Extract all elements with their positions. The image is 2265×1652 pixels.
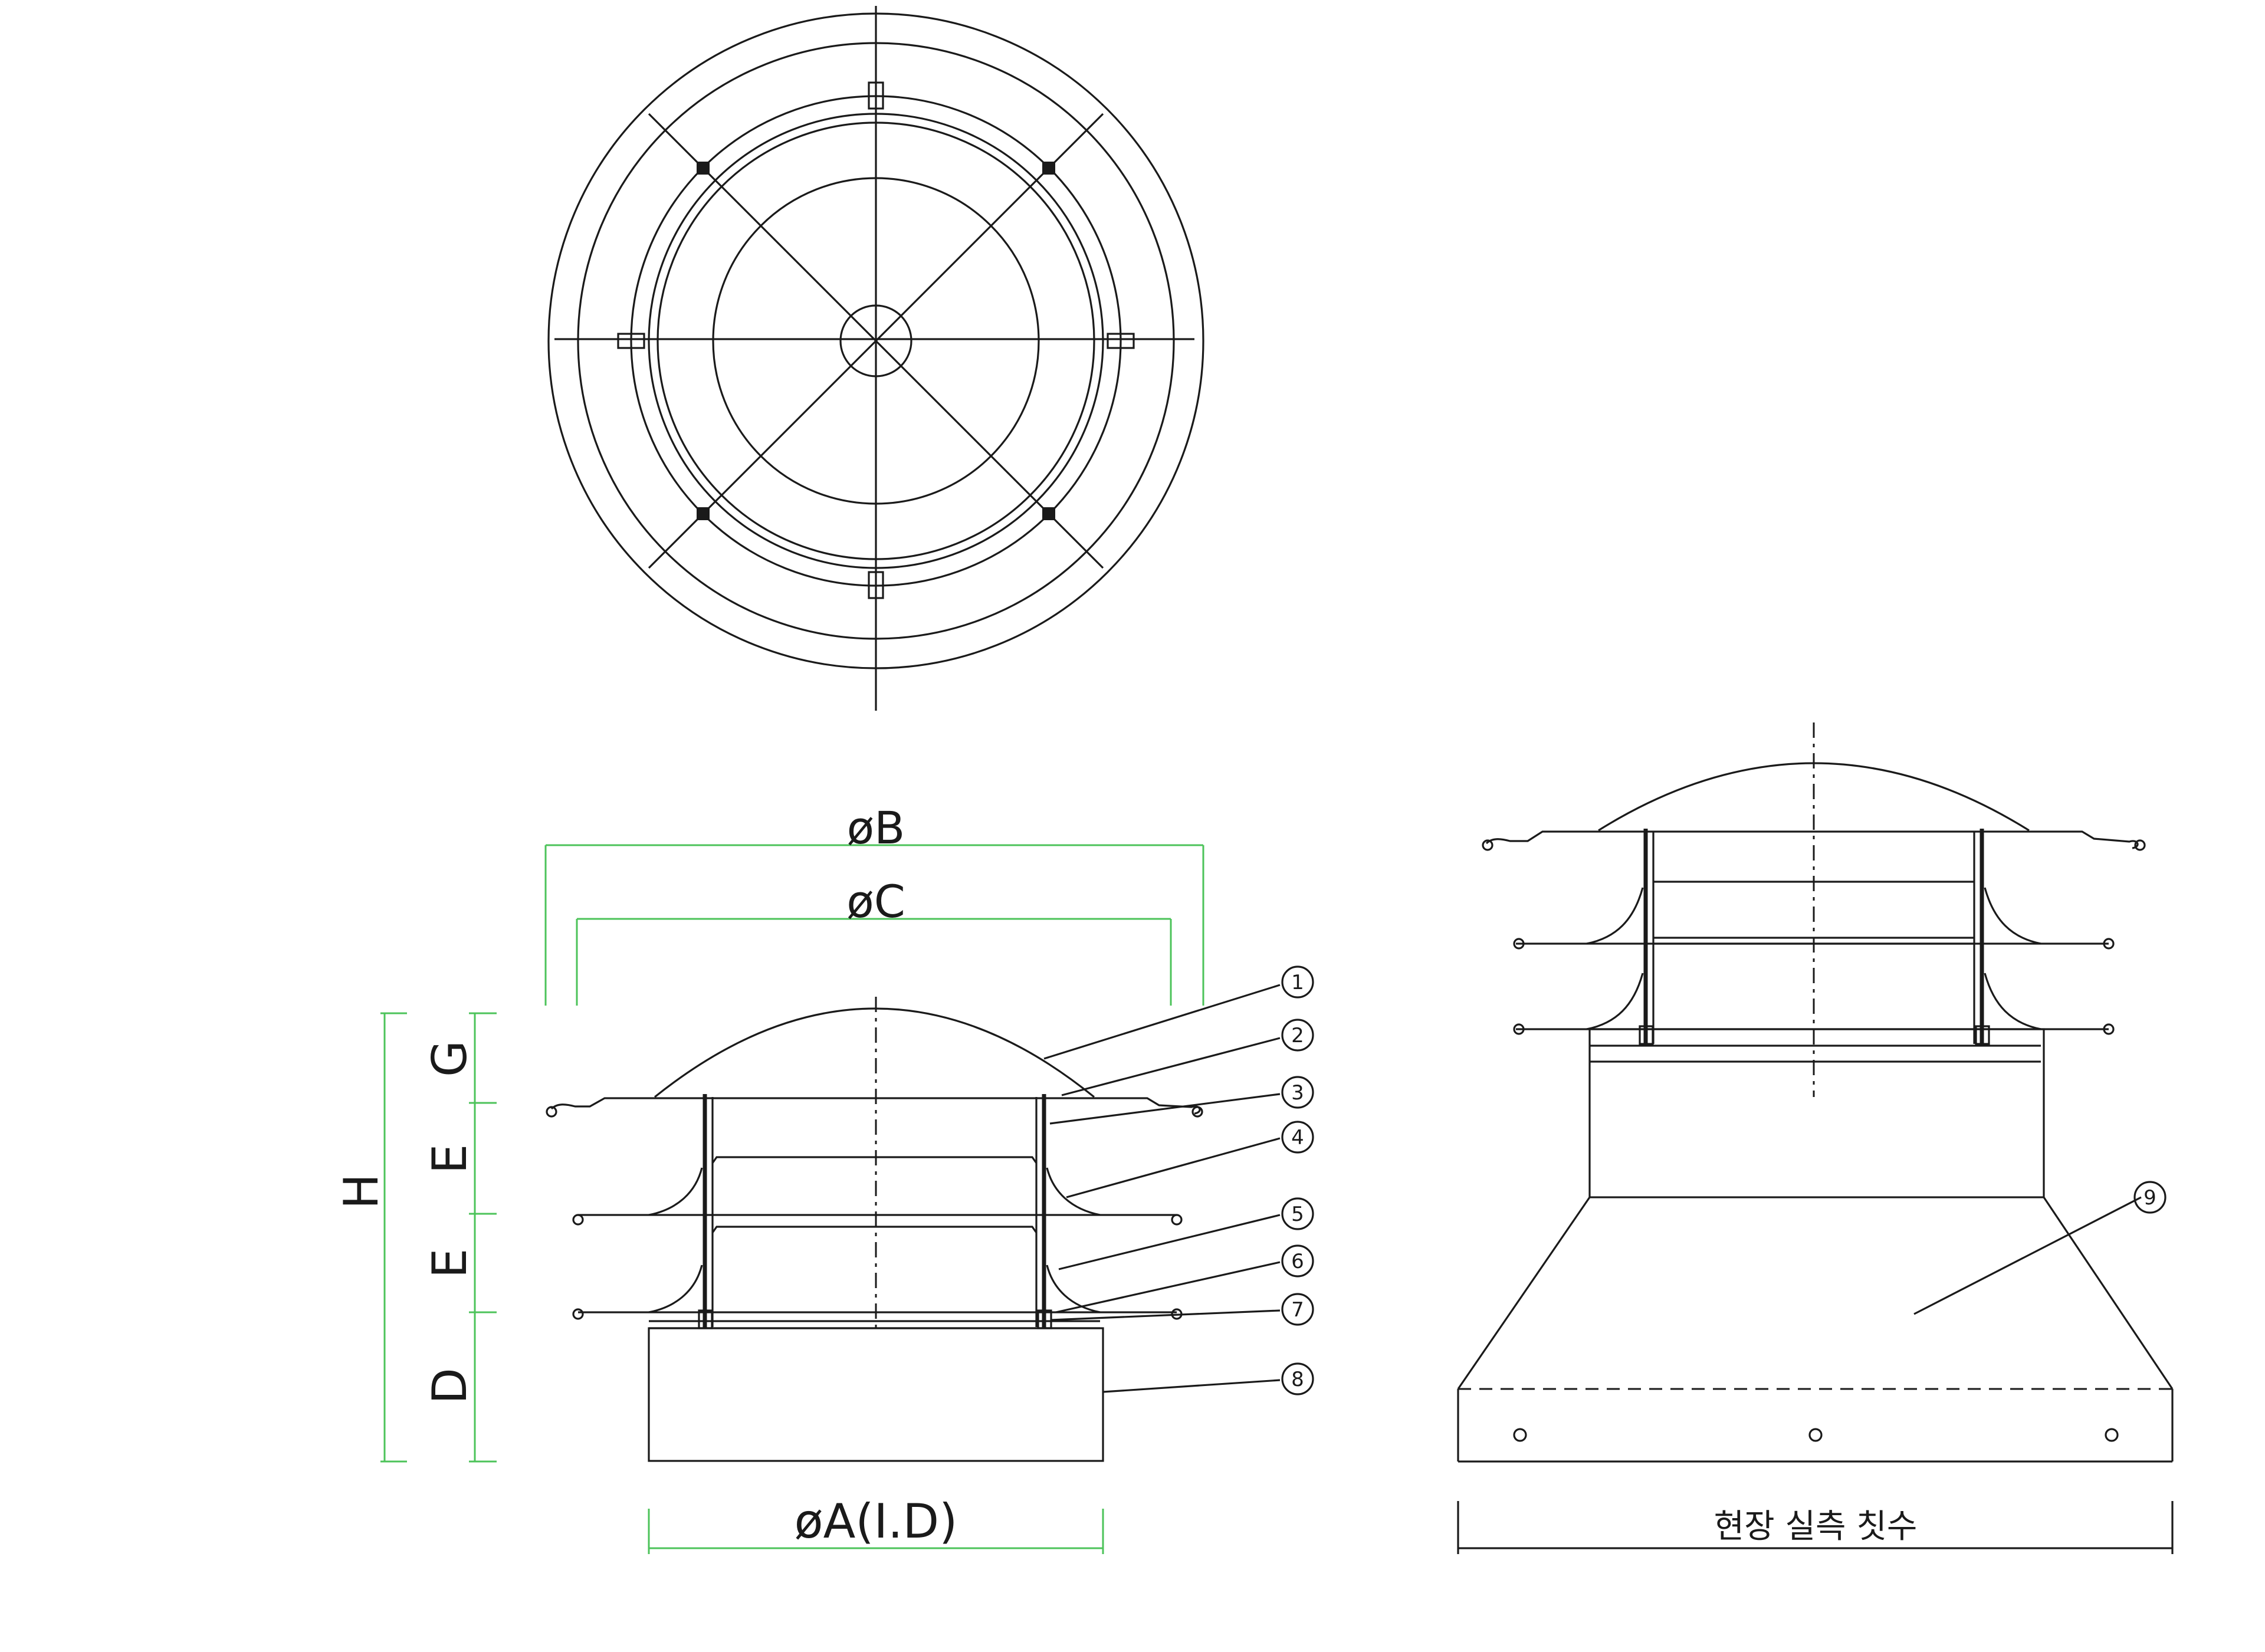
label-dia-c: øC bbox=[846, 875, 905, 928]
svg-text:2: 2 bbox=[1291, 1024, 1304, 1047]
svg-text:9: 9 bbox=[2143, 1186, 2156, 1210]
callout-leaders bbox=[1043, 984, 2142, 1393]
label-h: H bbox=[334, 1174, 389, 1209]
label-g: G bbox=[422, 1040, 477, 1077]
callout-8: 8 bbox=[1281, 1362, 1314, 1395]
label-field-measure: 현장 실측 칫수 bbox=[1714, 1508, 1918, 1546]
svg-text:5: 5 bbox=[1291, 1203, 1304, 1226]
callout-2: 2 bbox=[1281, 1019, 1314, 1052]
svg-text:6: 6 bbox=[1291, 1250, 1304, 1273]
side-view: 현장 실측 칫수 bbox=[1457, 722, 2174, 1554]
svg-text:7: 7 bbox=[1291, 1298, 1304, 1322]
plan-view bbox=[547, 6, 1204, 711]
label-e-lower: E bbox=[422, 1249, 477, 1279]
dimension-lines bbox=[380, 844, 1204, 1554]
svg-text:8: 8 bbox=[1291, 1368, 1304, 1391]
label-dia-a: øA(I.D) bbox=[795, 1494, 958, 1549]
callout-3: 3 bbox=[1281, 1076, 1314, 1109]
callout-7: 7 bbox=[1281, 1293, 1314, 1326]
callouts: 1 2 3 4 5 6 7 8 9 bbox=[1281, 965, 2166, 1395]
dimension-labels: øB øC øA(I.D) H G E E D bbox=[334, 802, 957, 1549]
callout-9: 9 bbox=[2133, 1181, 2166, 1214]
svg-text:1: 1 bbox=[1291, 971, 1304, 994]
label-d: D bbox=[422, 1368, 477, 1404]
svg-text:4: 4 bbox=[1291, 1126, 1304, 1149]
callout-1: 1 bbox=[1281, 965, 1314, 999]
front-view bbox=[546, 997, 1203, 1462]
label-e-upper: E bbox=[422, 1144, 477, 1174]
callout-6: 6 bbox=[1281, 1244, 1314, 1277]
callout-5: 5 bbox=[1281, 1197, 1314, 1230]
callout-4: 4 bbox=[1281, 1121, 1314, 1154]
label-dia-b: øB bbox=[847, 802, 905, 854]
svg-text:3: 3 bbox=[1291, 1081, 1304, 1105]
